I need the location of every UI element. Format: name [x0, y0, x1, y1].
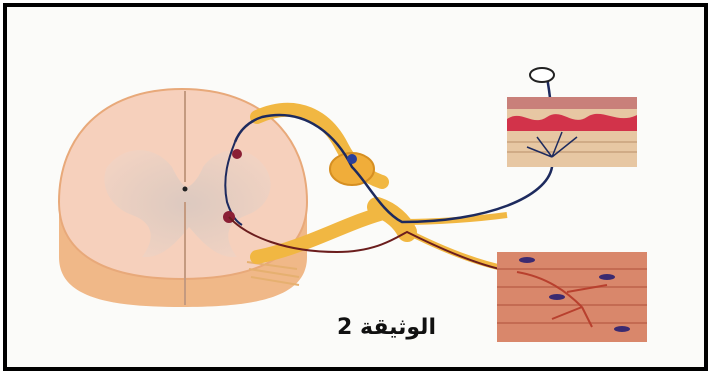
muscle-panel [497, 252, 647, 342]
document-caption: الوثيقة 2 [337, 315, 436, 340]
central-canal [183, 187, 188, 192]
needle-tip [530, 68, 554, 82]
interneuron-body [232, 149, 242, 159]
spinal-cord-section [59, 89, 307, 307]
document-frame: الوثيقة 2 [3, 3, 708, 371]
skin-receptor-panel [507, 68, 637, 167]
sensory-cell-body [347, 154, 357, 164]
